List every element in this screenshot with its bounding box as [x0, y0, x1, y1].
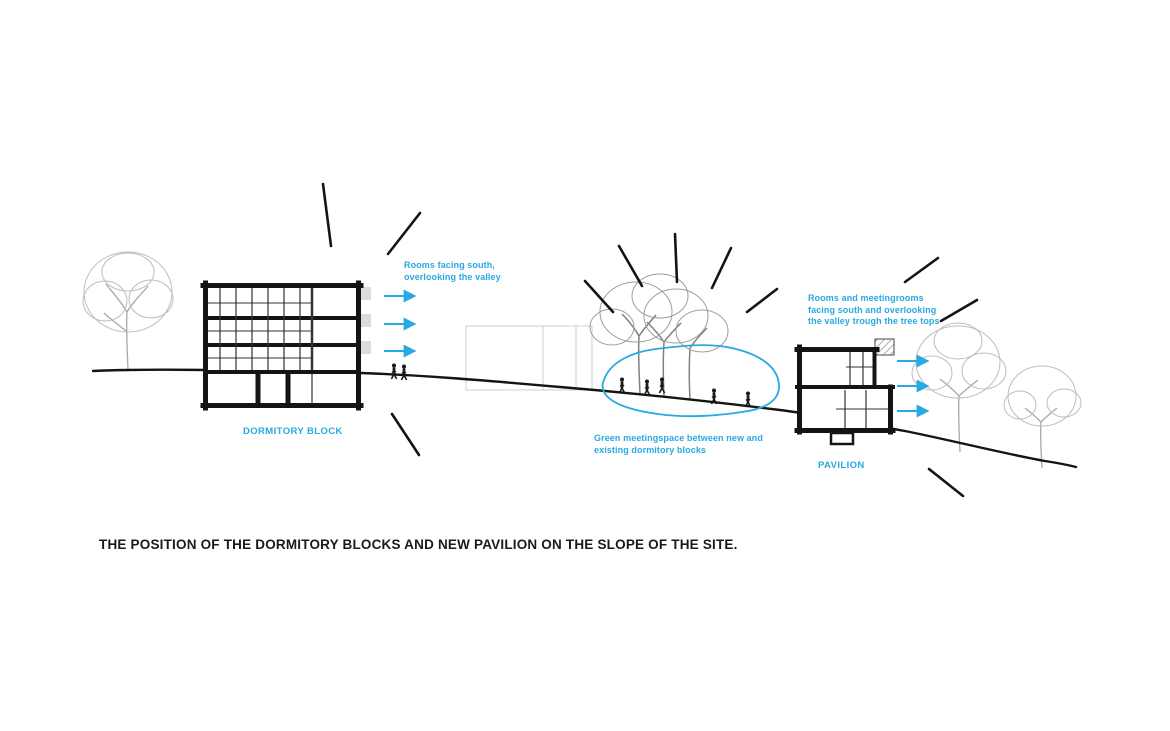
pavilion-section — [794, 338, 896, 446]
sun-rays — [321, 182, 979, 498]
green-space-annotation: Green meetingspace between new and exist… — [594, 433, 763, 455]
pavilion-annotation: Rooms and meetingrooms facing south and … — [808, 293, 940, 327]
dormitory-section — [200, 280, 371, 411]
pavilion-label: PAVILION — [818, 460, 865, 471]
dormitory-label: DORMITORY BLOCK — [243, 426, 343, 437]
right-trees-sketch — [911, 322, 1082, 469]
existing-building-outline — [465, 325, 593, 391]
view-arrows-pavilion — [897, 354, 930, 418]
diagram-caption: THE POSITION OF THE DORMITORY BLOCKS AND… — [99, 537, 738, 552]
green-space-outline — [601, 344, 780, 418]
middle-trees-sketch — [589, 273, 729, 401]
dormitory-annotation: Rooms facing south, overlooking the vall… — [404, 260, 501, 282]
left-tree-sketch — [82, 251, 174, 371]
view-arrows-dormitory — [384, 289, 417, 358]
